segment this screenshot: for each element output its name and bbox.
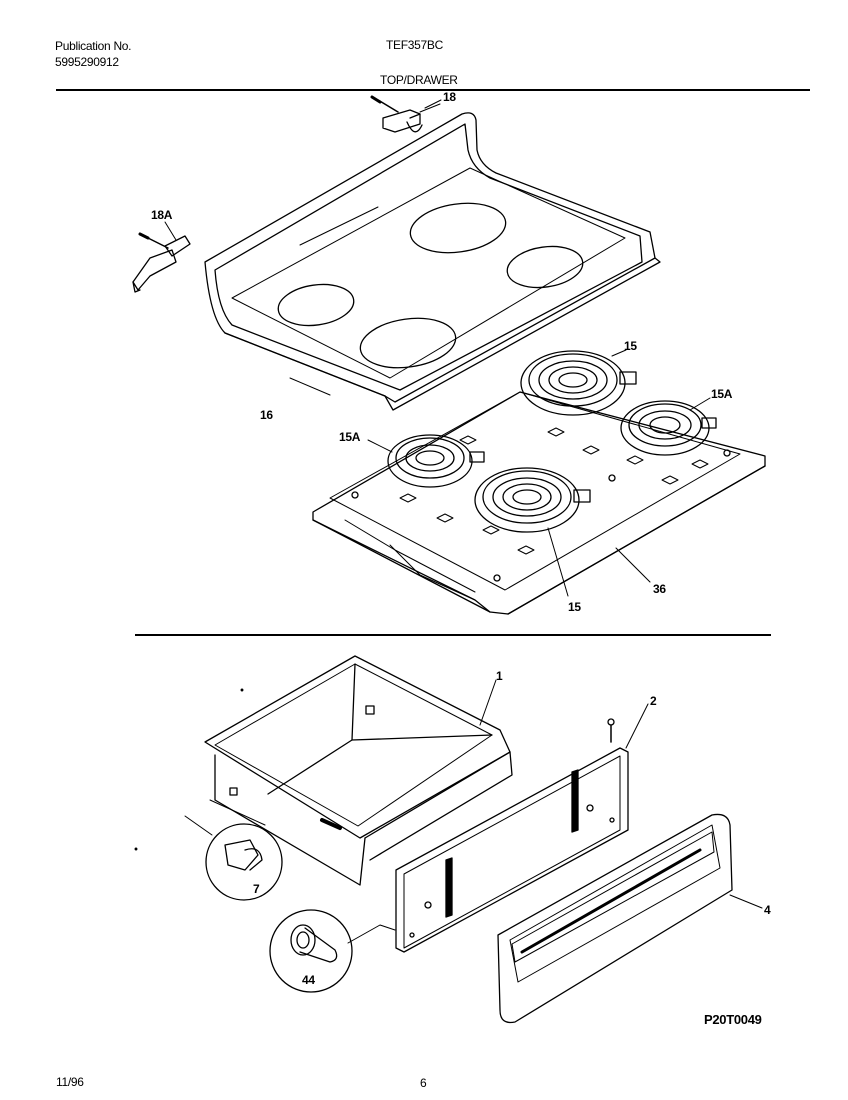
callout-15a-left: 15A (339, 430, 361, 444)
detail-circle-part-7 (184, 799, 283, 901)
drawer-panel-part-2 (395, 718, 629, 953)
callout-16: 16 (260, 408, 273, 422)
drawer-body-part-1 (204, 655, 513, 886)
drawer-front-part-4 (497, 813, 733, 1024)
section-divider (135, 634, 771, 636)
surface-element-15-top (520, 350, 637, 416)
cooktop-top-part-16 (204, 112, 661, 411)
footer-page-number: 6 (420, 1076, 427, 1090)
element-pan-part-36 (312, 391, 766, 615)
callout-18-top: 18 (443, 90, 456, 104)
detail-circle-part-44 (269, 909, 396, 993)
callout-2: 2 (650, 694, 657, 708)
callout-36: 36 (653, 582, 666, 596)
drawing-code: P20T0049 (704, 1012, 762, 1027)
callout-15a-right: 15A (711, 387, 733, 401)
callout-7: 7 (253, 882, 260, 896)
callout-18a: 18A (151, 208, 173, 222)
section-title: TOP/DRAWER (380, 73, 458, 87)
surface-element-15a-left (387, 434, 485, 488)
header-rule (56, 89, 810, 91)
callout-1: 1 (496, 669, 503, 683)
callout-4: 4 (764, 903, 771, 917)
model-number: TEF357BC (386, 38, 443, 52)
surface-element-15a-right (620, 400, 717, 456)
bracket-part-18-top (370, 95, 441, 133)
bracket-part-18a (132, 232, 191, 293)
callout-44: 44 (302, 973, 315, 987)
callout-15-top: 15 (624, 339, 637, 353)
leader-lines-bottom (479, 679, 763, 909)
publication-number: 5995290912 (55, 55, 119, 69)
callout-15-bottom: 15 (568, 600, 581, 614)
footer-date: 11/96 (56, 1075, 84, 1089)
publication-label: Publication No. (55, 39, 132, 53)
leader-lines-top (164, 99, 711, 597)
surface-element-15-bottom (474, 467, 591, 533)
